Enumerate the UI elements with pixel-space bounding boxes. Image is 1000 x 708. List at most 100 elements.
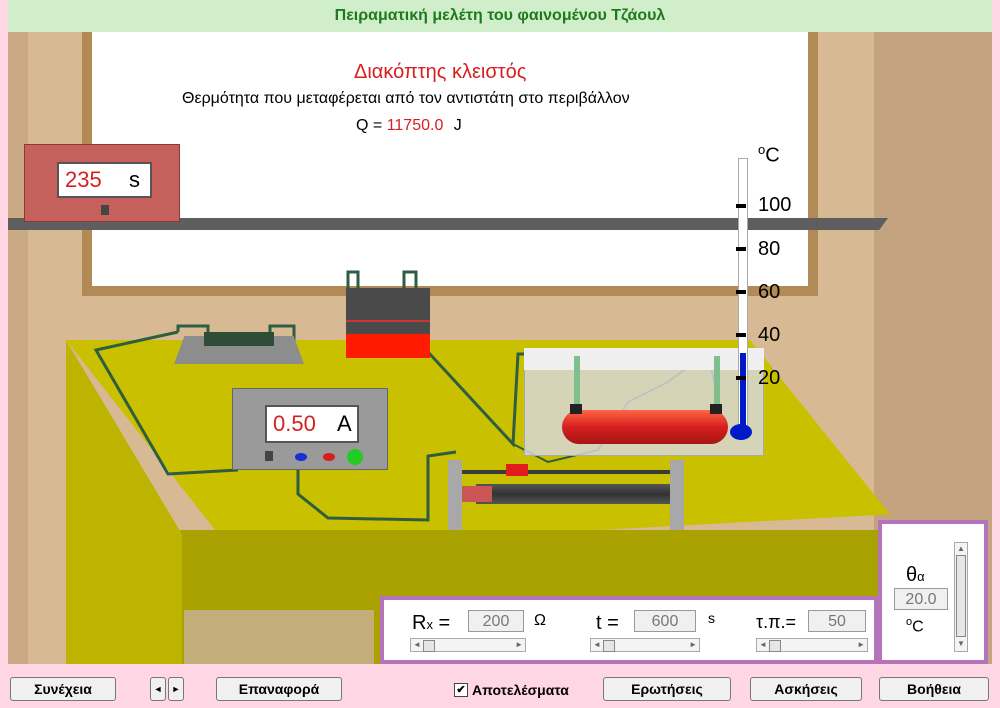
theta-input[interactable]: 20.0: [894, 588, 948, 610]
thermometer-scale-label: 100: [758, 194, 792, 216]
battery: [346, 288, 430, 358]
thermometer-tube: [738, 158, 748, 432]
thermometer-mercury: [740, 353, 746, 431]
exercises-button[interactable]: Ασκήσεις: [750, 677, 862, 701]
thermometer-bulb: [730, 424, 752, 440]
battery-red-band: [346, 334, 430, 358]
thermometer-tick: [736, 333, 746, 337]
resistor-terminal-right: [710, 404, 722, 414]
rx-input[interactable]: 200: [468, 610, 524, 632]
thermometer-tick: [736, 204, 746, 208]
results-label: Αποτελέσματα: [472, 682, 569, 698]
slider-left-arrow-icon: ◄: [759, 640, 767, 649]
questions-button[interactable]: Ερωτήσεις: [603, 677, 731, 701]
slider-right-arrow-icon: ►: [515, 640, 523, 649]
t-label: t =: [596, 612, 619, 634]
rheostat-rail: [462, 470, 670, 474]
ambient-temperature-panel: θα 20.0 oC ▲ ▼: [878, 520, 988, 664]
container-top: [524, 348, 764, 370]
resistor-lead-right: [714, 356, 720, 410]
slider-left-arrow-icon: ◄: [413, 640, 421, 649]
ammeter-display: 0.50 A: [265, 405, 359, 443]
t-unit: s: [708, 610, 715, 626]
timer-value: 235: [65, 167, 102, 192]
tp-label: τ.π.=: [756, 612, 797, 632]
ammeter-switch[interactable]: [265, 451, 273, 461]
simulation-scene: Διακόπτης κλειστός Θερμότητα που μεταφέρ…: [8, 32, 992, 664]
ammeter-terminal-red: [323, 453, 335, 461]
timer-display: 235 s: [57, 162, 152, 198]
ammeter-unit: A: [337, 411, 352, 436]
ammeter-indicator-green: [347, 449, 363, 465]
reset-button[interactable]: Επαναφορά: [216, 677, 342, 701]
theta-scroll-down-icon[interactable]: ▼: [957, 639, 965, 648]
step-forward-icon: ►: [171, 684, 181, 694]
resistor-lead-left: [574, 356, 580, 410]
results-toggle[interactable]: ✔ Αποτελέσματα: [454, 682, 569, 698]
thermometer-scale-label: 60: [758, 281, 781, 303]
rheostat: [448, 460, 684, 530]
resistor-terminal-left: [570, 404, 582, 414]
t-input[interactable]: 600: [634, 610, 696, 632]
rx-unit: Ω: [534, 612, 546, 629]
slider-left-arrow-icon: ◄: [593, 640, 601, 649]
page-title: Πειραματική μελέτη του φαινομένου Τζάουλ: [8, 0, 992, 32]
resistor: [562, 410, 728, 444]
rx-slider[interactable]: ◄ ►: [410, 638, 526, 652]
slider-right-arrow-icon: ►: [689, 640, 697, 649]
wire: [176, 324, 210, 332]
step-forward-button[interactable]: ►: [168, 677, 184, 701]
theta-scroll-thumb[interactable]: [956, 555, 966, 637]
wire: [93, 330, 239, 476]
thermometer-scale-label: 20: [758, 367, 781, 389]
q-unit: J: [453, 117, 462, 134]
switch-status-text: Διακόπτης κλειστός: [354, 61, 527, 83]
battery-stripe: [346, 320, 430, 322]
table-leg: [184, 610, 374, 664]
parameter-panel: Rx = 200 Ω ◄ ► t = 600 s ◄ ► τ.π.= 50 ◄ …: [380, 596, 878, 664]
q-value: 11750.0: [386, 117, 444, 134]
rheostat-coil-red: [462, 486, 492, 502]
rheostat-coil: [476, 484, 670, 504]
rheostat-right-support: [670, 460, 684, 530]
continue-button[interactable]: Συνέχεια: [10, 677, 116, 701]
left-wall-panel: [8, 32, 28, 664]
results-checkbox[interactable]: ✔: [454, 683, 468, 697]
heat-transfer-text: Θερμότητα που μεταφέρεται από τον αντιστ…: [182, 90, 630, 107]
thermometer-tick: [736, 376, 746, 380]
thermometer-tick: [736, 290, 746, 294]
slider-right-arrow-icon: ►: [857, 640, 865, 649]
wire: [296, 450, 457, 522]
shelf: [8, 218, 888, 230]
wire: [346, 270, 360, 302]
help-button[interactable]: Βοήθεια: [879, 677, 989, 701]
ammeter-device: 0.50 A: [232, 388, 388, 470]
tp-input[interactable]: 50: [808, 610, 866, 632]
step-back-icon: ◄: [153, 684, 163, 694]
thermometer-scale-label: 80: [758, 238, 781, 260]
tp-slider[interactable]: ◄ ►: [756, 638, 868, 652]
thermometer-unit: oC: [758, 142, 780, 167]
rx-slider-thumb: [423, 640, 435, 652]
theta-scroll-up-icon[interactable]: ▲: [957, 544, 965, 553]
t-slider-thumb: [603, 640, 615, 652]
theta-label: θα: [906, 564, 925, 586]
t-slider[interactable]: ◄ ►: [590, 638, 700, 652]
tp-slider-thumb: [769, 640, 781, 652]
timer-unit: s: [129, 167, 140, 192]
timer-button[interactable]: [101, 205, 109, 215]
thermometer-tick: [736, 247, 746, 251]
step-back-button[interactable]: ◄: [150, 677, 166, 701]
rx-label: Rx =: [412, 612, 451, 634]
theta-unit: oC: [906, 616, 924, 636]
thermometer-scale-label: 40: [758, 324, 781, 346]
whiteboard: [92, 32, 808, 286]
theta-scrollbar[interactable]: ▲ ▼: [954, 542, 968, 652]
ammeter-terminal-blue: [295, 453, 307, 461]
ammeter-value: 0.50: [273, 411, 316, 436]
q-label: Q =: [356, 117, 383, 134]
timer-device: 235 s: [24, 144, 180, 222]
switch-lever[interactable]: [204, 332, 274, 346]
rheostat-left-support: [448, 460, 462, 530]
rheostat-slider[interactable]: [506, 464, 528, 476]
